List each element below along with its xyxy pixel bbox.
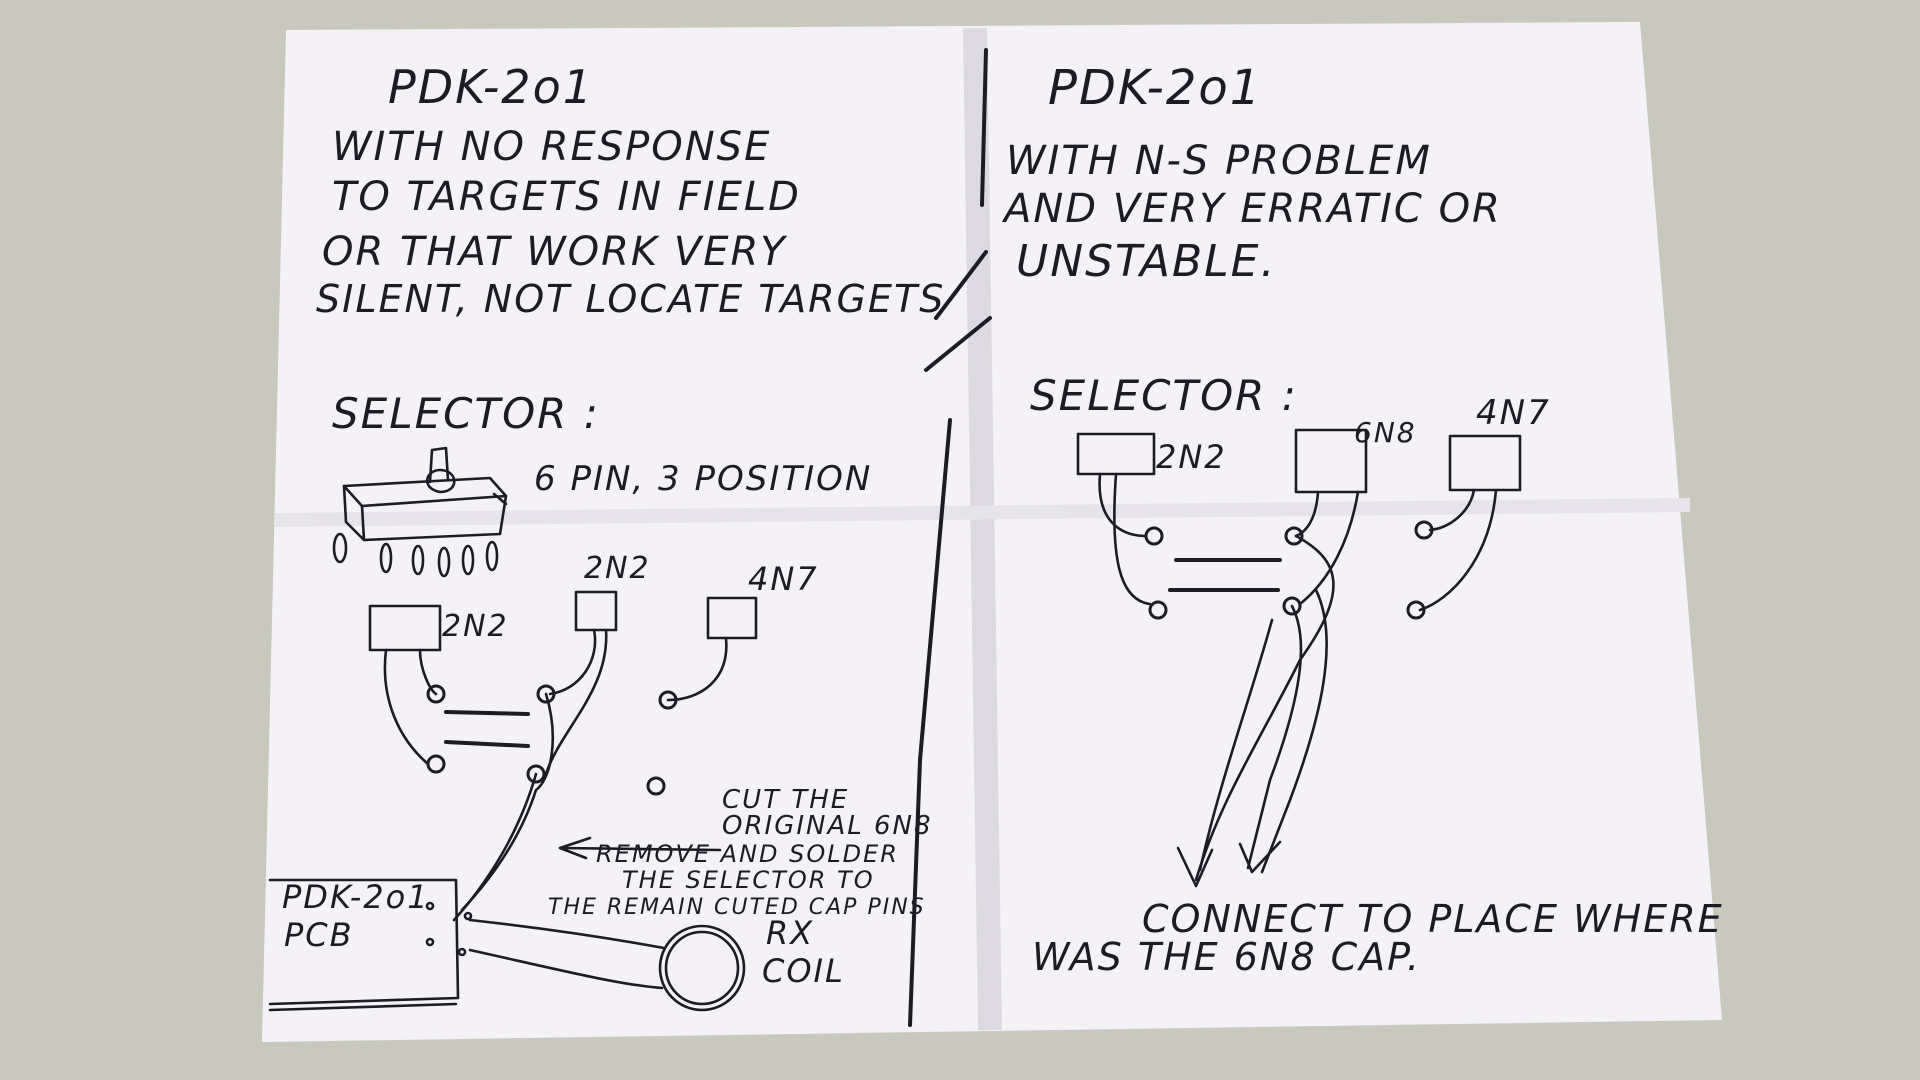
left-title: PDK-2o1	[388, 60, 594, 114]
left-cap-4n7	[706, 596, 758, 640]
right-panel: PDK-2o1 WITH N-S PROBLEM AND VERY ERRATI…	[1001, 60, 1724, 979]
pcb-box	[268, 878, 473, 1012]
left-note-solder-line-1: REMOVE AND SOLDER	[596, 840, 899, 868]
left-desc-line-1: WITH NO RESPONSE	[332, 124, 771, 170]
right-title: PDK-2o1	[1048, 60, 1262, 116]
left-note-solder-line-3: THE REMAIN CUTED CAP PINS	[548, 895, 926, 920]
left-panel: PDK-2o1 WITH NO RESPONSE TO TARGETS IN F…	[268, 60, 945, 1012]
right-desc-line-1: WITH N-S PROBLEM	[1006, 138, 1432, 184]
left-cap-4n7-label: 4N7	[748, 560, 819, 598]
left-cap-2n2-a-label: 2N2	[442, 609, 509, 644]
left-cap-2n2-b	[574, 590, 618, 632]
rx-coil-label-line-1: RX	[766, 914, 814, 952]
left-cap-2n2-a	[368, 604, 442, 652]
right-note-line-1: CONNECT TO PLACE WHERE	[1142, 897, 1724, 941]
right-desc-line-3: UNSTABLE.	[1016, 236, 1276, 287]
left-note-solder-line-2: THE SELECTOR TO	[622, 866, 875, 894]
left-desc-line-3: OR THAT WORK VERY	[322, 229, 788, 275]
right-note-line-2: WAS THE 6N8 CAP.	[1032, 935, 1421, 979]
right-desc-line-2: AND VERY ERRATIC OR	[1001, 186, 1502, 232]
left-note-cut-line-2: ORIGINAL 6N8	[722, 811, 933, 841]
left-desc-line-2: TO TARGETS IN FIELD	[332, 174, 801, 220]
rx-coil-icon	[468, 918, 746, 1012]
pcb-label-line-1: PDK-2o1	[282, 878, 430, 916]
left-selector-spec: 6 PIN, 3 POSITION	[534, 459, 872, 499]
right-cap-2n2-label: 2N2	[1156, 438, 1227, 476]
right-selector-label: SELECTOR :	[1030, 371, 1298, 420]
left-note-arrow	[558, 836, 722, 860]
pcb-label-line-2: PCB	[284, 916, 354, 954]
left-wires	[383, 628, 728, 922]
selector-switch-icon	[332, 446, 508, 578]
right-cap-4n7-label: 4N7	[1476, 393, 1551, 433]
right-cap-4n7	[1448, 434, 1522, 492]
rx-coil-label-line-2: COIL	[762, 952, 845, 990]
left-note-cut-line-1: CUT THE	[722, 785, 849, 815]
left-cap-2n2-b-label: 2N2	[584, 551, 651, 586]
left-selector-label: SELECTOR :	[332, 389, 600, 438]
divider-line	[908, 48, 992, 1027]
right-wires	[1098, 472, 1498, 888]
paper-fold	[963, 27, 1002, 1031]
left-desc-line-4: SILENT, NOT LOCATE TARGETS	[316, 277, 945, 321]
right-cap-6n8	[1294, 428, 1368, 494]
right-cap-6n8-label: 6N8	[1354, 416, 1417, 449]
